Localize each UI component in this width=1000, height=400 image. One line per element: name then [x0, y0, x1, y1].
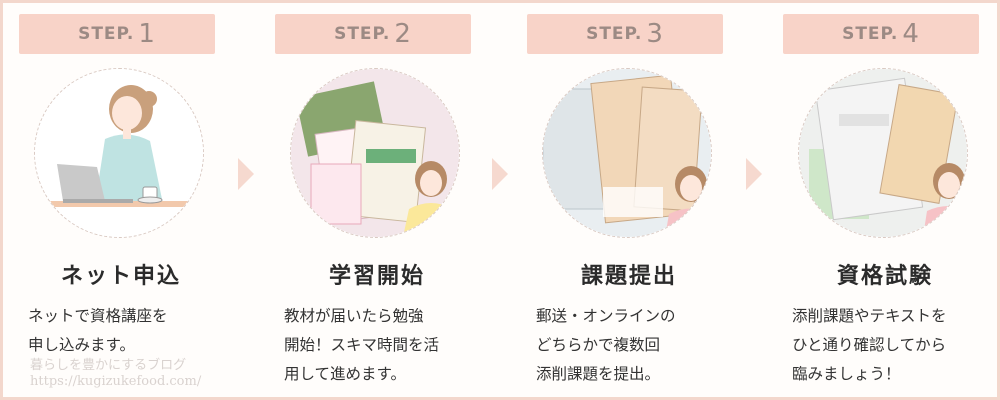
arrow-right-icon: [746, 158, 762, 190]
woman-laptop-illustration: [34, 68, 204, 238]
step-description: 郵送・オンラインの どちらかで複数回 添削課題を提出。: [536, 307, 676, 383]
step-badge: STEP. 3: [527, 14, 723, 54]
step-badge-number: 4: [902, 19, 920, 49]
step-4: STEP. 4 資格試験 添削課題やテキストを ひと通り確認してから 臨みましょ…: [780, 14, 1000, 386]
step-title: 学習開始: [328, 264, 425, 289]
step-3: STEP. 3 課題提出 郵送・オンラインの どちらかで複数回 添削課題を提出。: [524, 14, 756, 386]
step-badge: STEP. 2: [275, 14, 471, 54]
step-badge: STEP. 1: [19, 14, 215, 54]
arrow-right-icon: [238, 158, 254, 190]
watermark-url: https://kugizukefood.com/: [30, 374, 202, 389]
step-badge-label: STEP.: [586, 24, 643, 44]
step-1: STEP. 1 ネット申込 ネットで資格講座を 申し込みます。: [16, 14, 248, 386]
step-description: 添削課題やテキストを ひと通り確認してから 臨みましょう！: [792, 307, 947, 383]
watermark-title: 暮らしを豊かにするブログ: [30, 358, 187, 373]
step-title: ネット申込: [60, 264, 181, 289]
step-badge-label: STEP.: [842, 24, 899, 44]
step-description: ネットで資格講座を 申し込みます。: [28, 307, 168, 354]
blog-watermark: 暮らしを豊かにするブログ https://kugizukefood.com/: [30, 358, 201, 390]
step-2: STEP. 2 学習開始 教材が届いたら勉強 開始！スキマ時間を活 用して進めま…: [272, 14, 504, 386]
arrow-right-icon: [492, 158, 508, 190]
step-badge-label: STEP.: [334, 24, 391, 44]
study-materials-photo: [290, 68, 460, 238]
exam-papers-photo: [798, 68, 968, 238]
step-description: 教材が届いたら勉強 開始！スキマ時間を活 用して進めます。: [284, 307, 440, 383]
step-badge-number: 2: [394, 19, 412, 49]
step-badge-label: STEP.: [78, 24, 135, 44]
step-title: 資格試験: [836, 264, 933, 289]
step-badge-number: 1: [138, 19, 156, 49]
step-title: 課題提出: [580, 264, 677, 289]
assignment-envelopes-photo: [542, 68, 712, 238]
step-badge-number: 3: [646, 19, 664, 49]
step-badge: STEP. 4: [783, 14, 979, 54]
